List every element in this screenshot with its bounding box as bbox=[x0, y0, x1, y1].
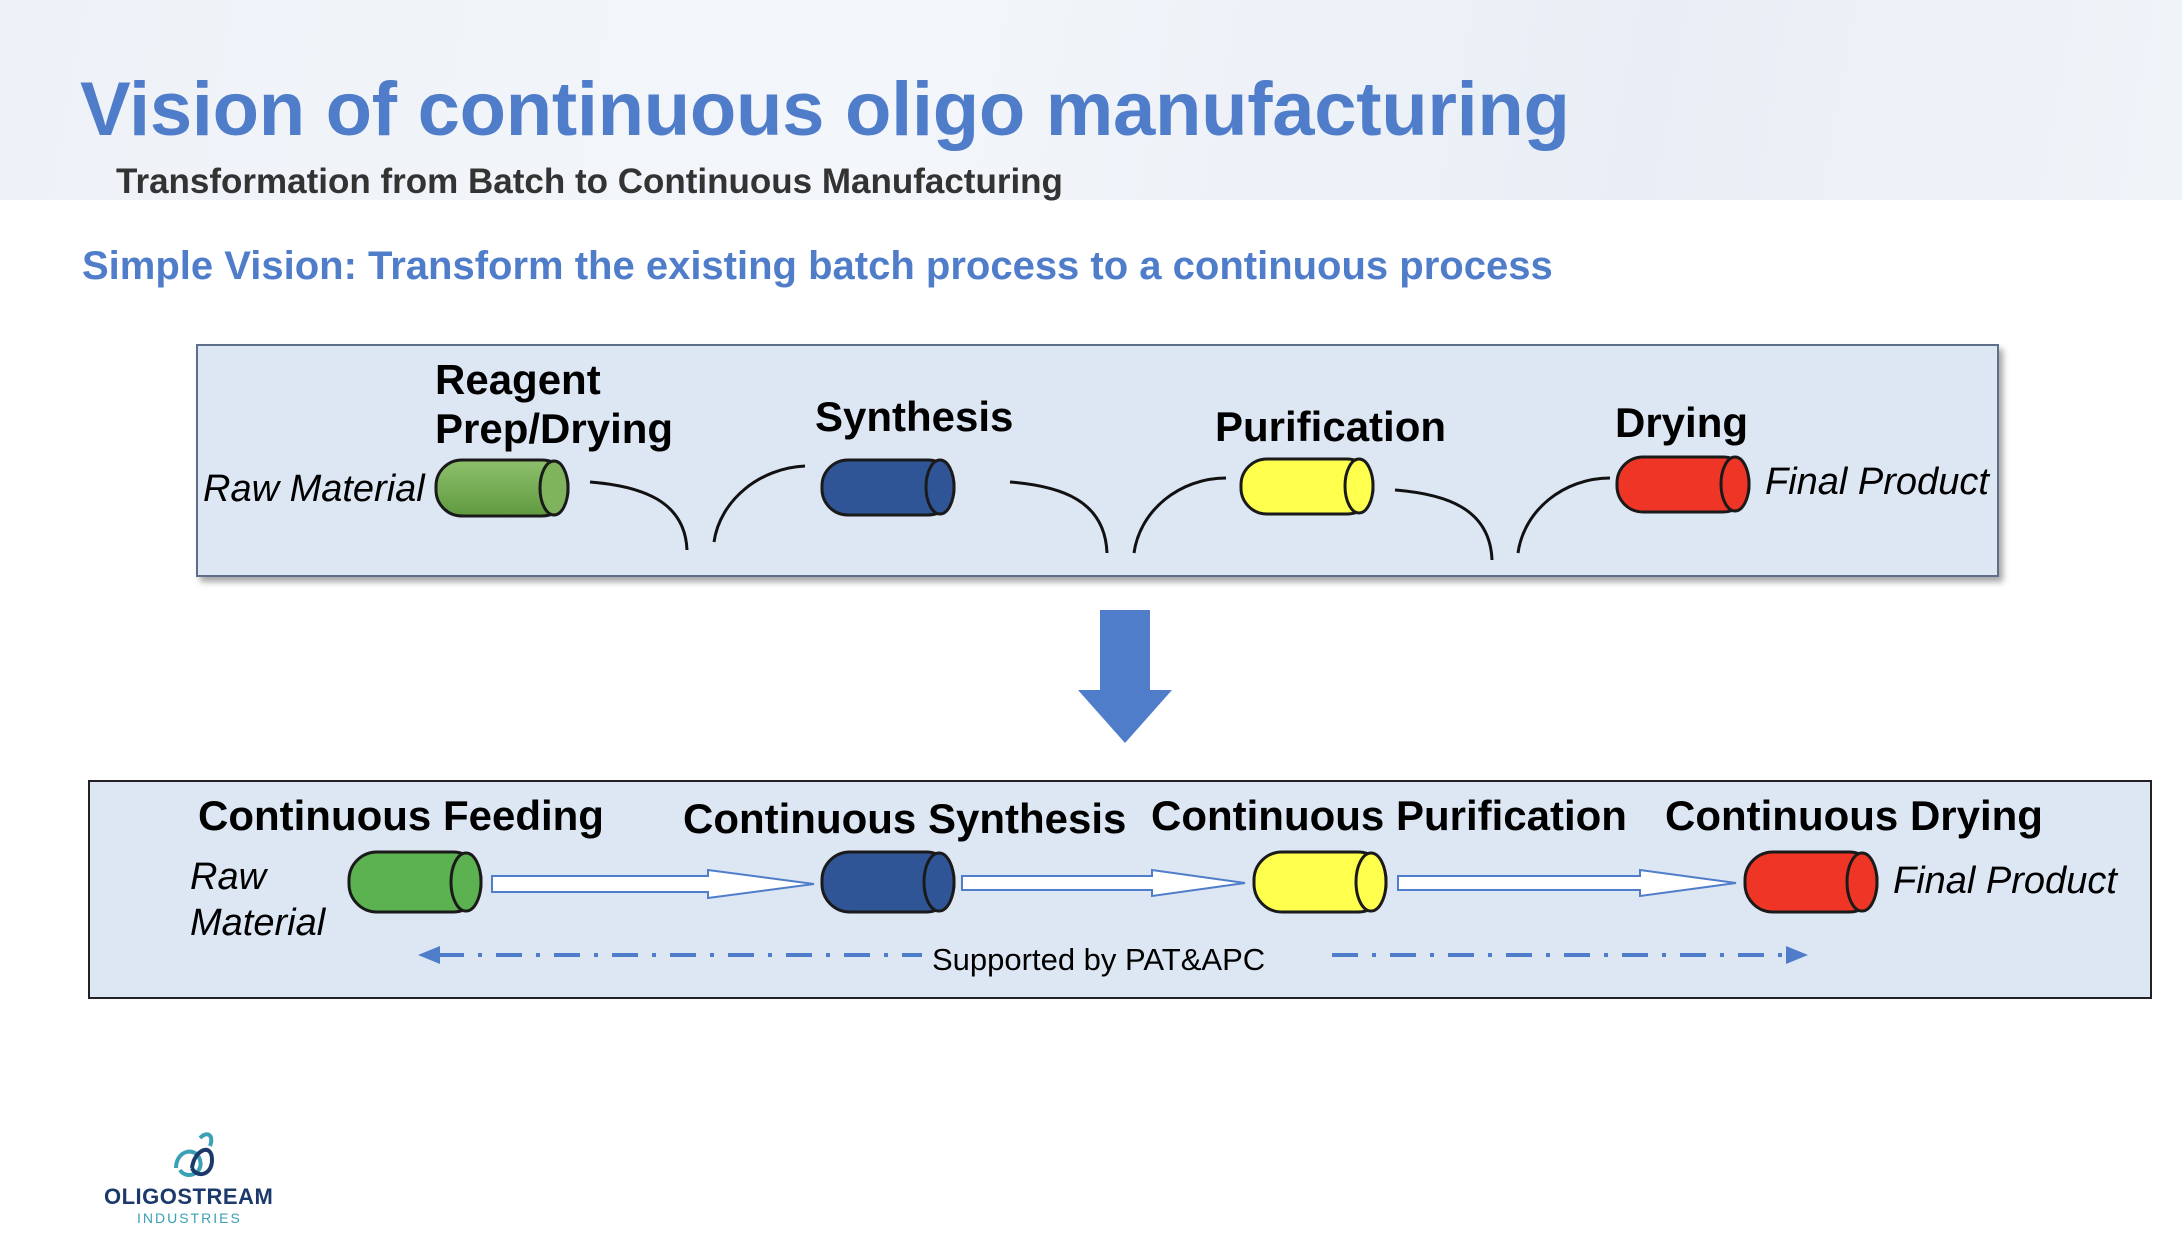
batch-cylinder-drying bbox=[1615, 455, 1751, 514]
vision-statement: Simple Vision: Transform the existing ba… bbox=[82, 244, 1553, 288]
cont-output-label: Final Product bbox=[1893, 860, 2117, 902]
cont-stage-synthesis-label: Continuous Synthesis bbox=[683, 795, 1127, 842]
support-dashed-arrow bbox=[418, 946, 1808, 964]
support-label: Supported by PAT&APC bbox=[932, 942, 1266, 977]
cont-input-label-1: Raw bbox=[190, 856, 267, 898]
batch-cylinder-purification bbox=[1239, 457, 1375, 516]
batch-input-label: Raw Material bbox=[203, 468, 425, 510]
batch-stage-drying-label: Drying bbox=[1615, 399, 1749, 446]
cont-cylinder-drying bbox=[1743, 850, 1879, 914]
cont-cylinder-feeding bbox=[347, 850, 483, 914]
cont-input-label-2: Material bbox=[190, 902, 326, 944]
cont-stage-feeding-label: Continuous Feeding bbox=[198, 792, 604, 839]
batch-stage-purification-label: Purification bbox=[1215, 403, 1447, 450]
logo-name: OLIGOSTREAM bbox=[104, 1184, 274, 1209]
cont-cylinder-purification bbox=[1252, 850, 1388, 914]
batch-cylinder-synthesis bbox=[820, 458, 956, 517]
batch-cylinder-reagent bbox=[434, 458, 570, 518]
batch-handoff-curves bbox=[589, 464, 1611, 561]
slide-subtitle: Transformation from Batch to Continuous … bbox=[116, 162, 1063, 201]
cont-flow-arrows bbox=[491, 868, 1737, 900]
cont-stage-purification-label: Continuous Purification bbox=[1151, 792, 1627, 839]
cont-stage-drying-label: Continuous Drying bbox=[1665, 792, 2043, 839]
flow-arrow-2 bbox=[961, 868, 1246, 898]
header-background bbox=[0, 0, 2182, 200]
batch-output-label: Final Product bbox=[1765, 461, 1989, 503]
logo-tagline: INDUSTRIES bbox=[137, 1210, 242, 1226]
batch-stage-synthesis-label: Synthesis bbox=[815, 393, 1014, 440]
flow-arrow-1 bbox=[491, 868, 815, 900]
oligostream-logo-icon bbox=[174, 1132, 215, 1177]
cont-cylinder-synthesis bbox=[820, 850, 956, 914]
support-arrow-right-head bbox=[1786, 946, 1808, 964]
slide-title: Vision of continuous oligo manufacturing bbox=[80, 67, 1570, 152]
support-arrow-left-head bbox=[418, 946, 440, 964]
flow-arrow-3 bbox=[1397, 868, 1737, 898]
batch-stage-reagent-label-1: Reagent bbox=[435, 356, 601, 403]
batch-stage-reagent-label-2: Prep/Drying bbox=[435, 405, 674, 452]
transform-down-arrow bbox=[1078, 610, 1172, 743]
